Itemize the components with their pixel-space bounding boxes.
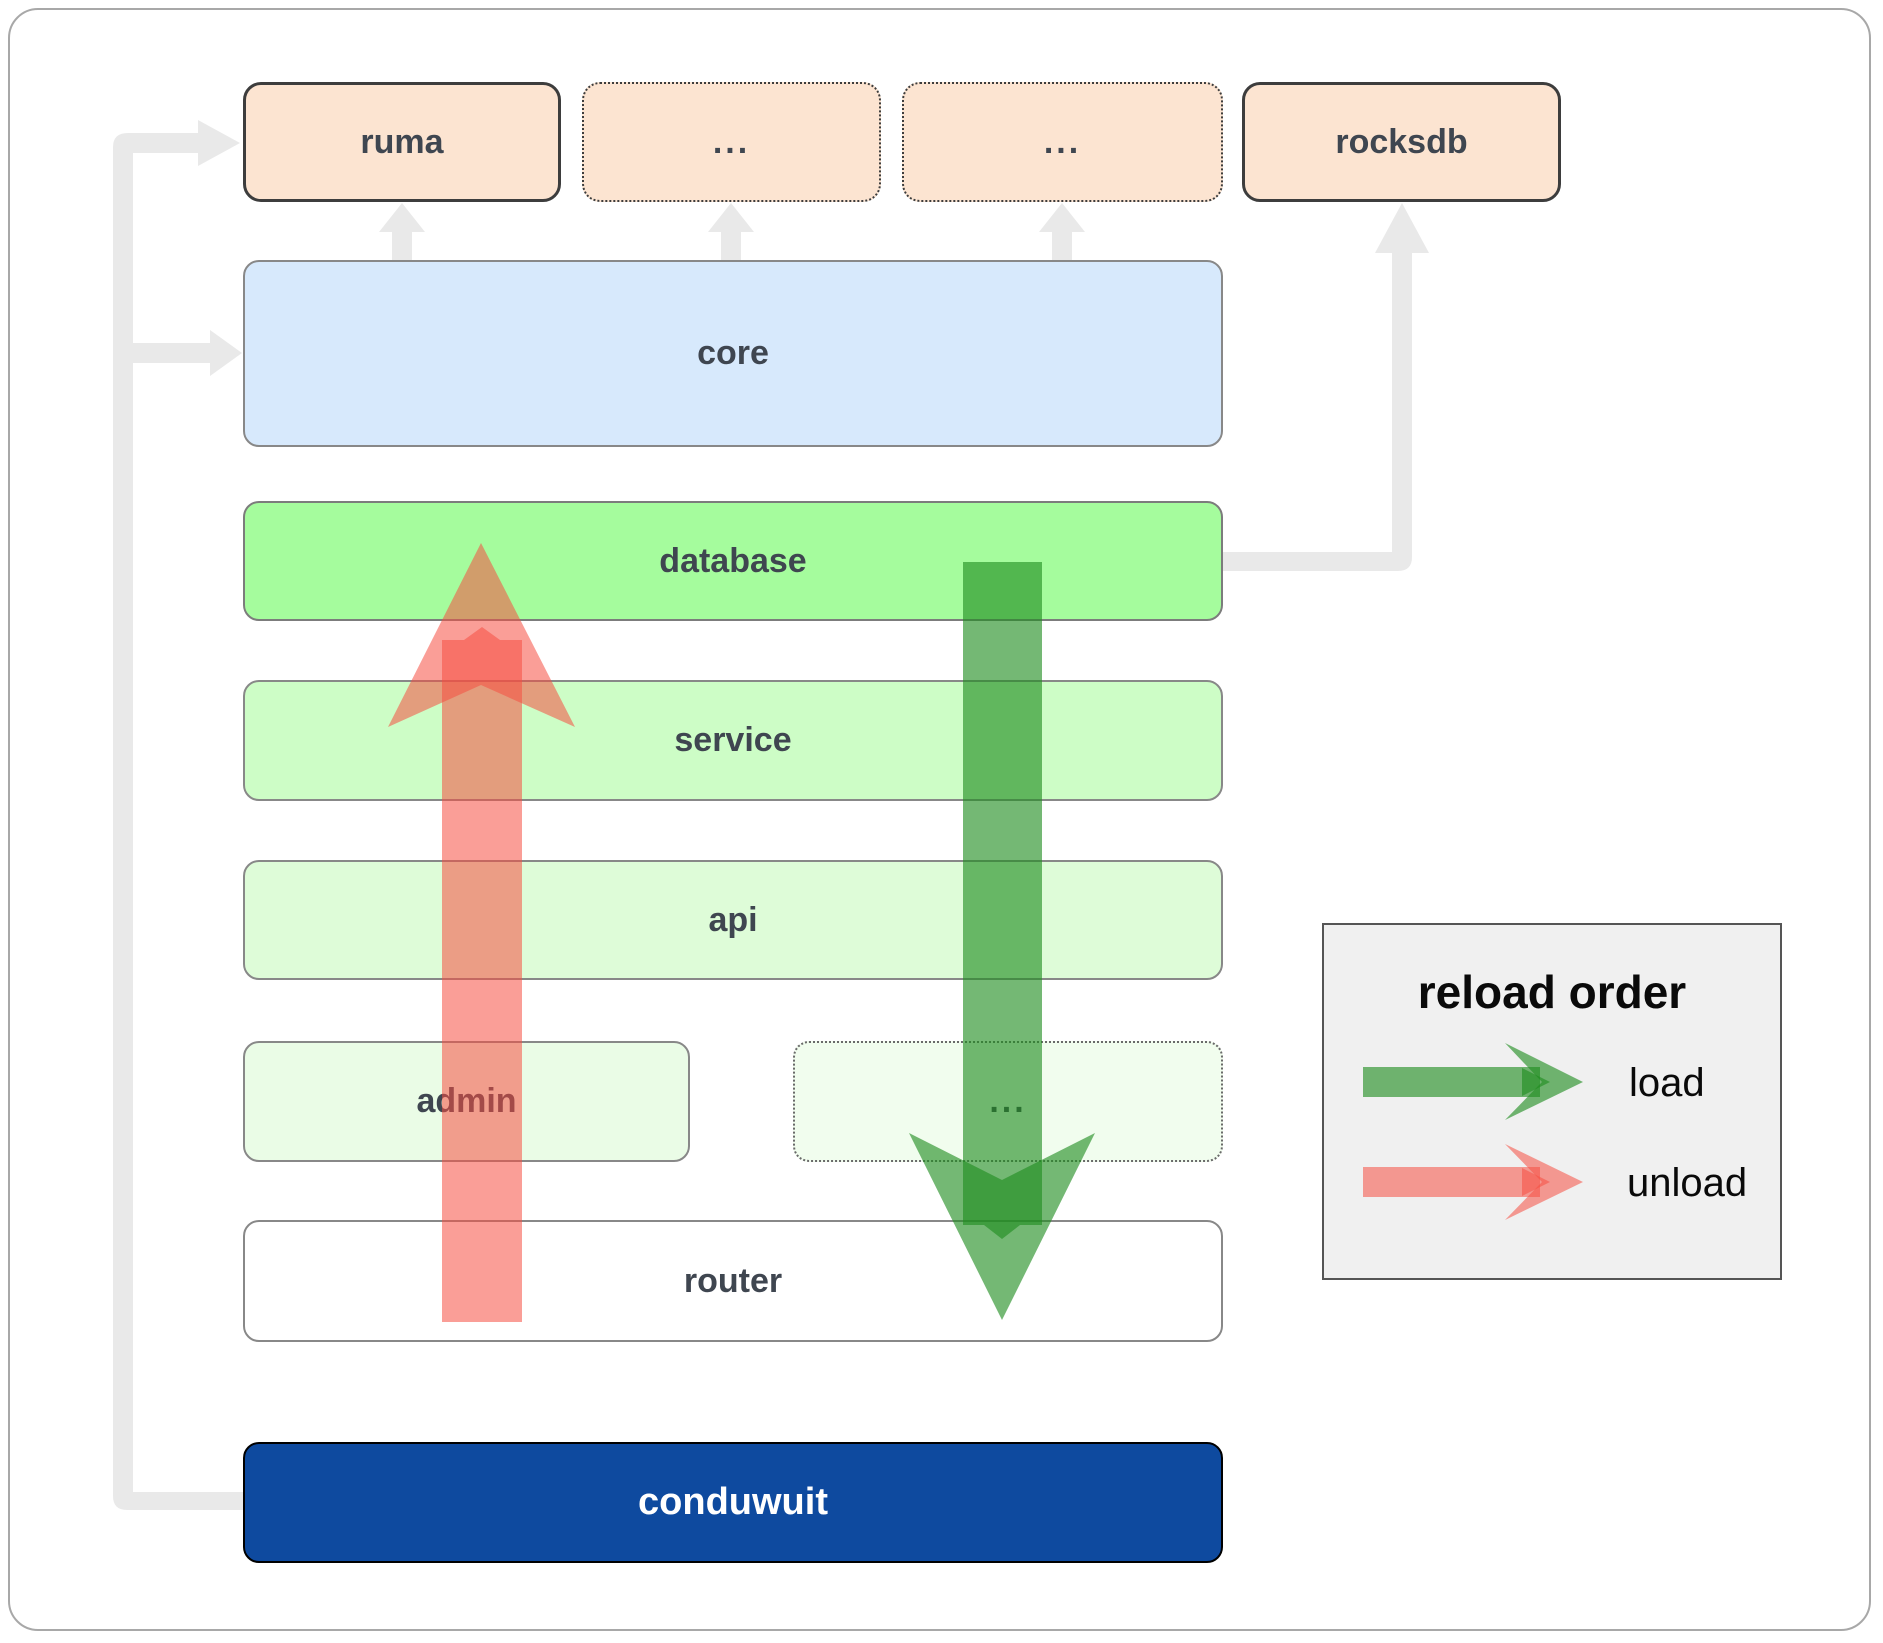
ruma-label: ruma	[360, 122, 444, 161]
admin-ellipsis-label: ...	[989, 1082, 1027, 1120]
legend-title: reload order	[1417, 966, 1687, 1018]
legend-load-label: load	[1629, 1061, 1705, 1105]
admin-label: admin	[416, 1082, 517, 1120]
rocksdb-box: rocksdb	[1242, 82, 1561, 202]
api-box: api	[243, 860, 1223, 980]
legend-unload-label: unload	[1627, 1161, 1748, 1205]
admin-box: admin	[243, 1041, 690, 1162]
api-label: api	[708, 900, 758, 939]
ellipsis2-label: ...	[1043, 122, 1082, 161]
conduwuit-label: conduwuit	[638, 1481, 828, 1523]
database-label: database	[659, 541, 807, 580]
ellipsis1-label: ...	[712, 122, 751, 161]
outer-frame	[8, 8, 1871, 1631]
legend-box: reload order load unload	[1322, 923, 1782, 1280]
ellipsis1-box: ...	[582, 82, 881, 202]
ellipsis2-box: ...	[902, 82, 1223, 202]
core-label: core	[697, 334, 769, 372]
router-box: router	[243, 1220, 1223, 1342]
database-box: database	[243, 501, 1223, 621]
ruma-box: ruma	[243, 82, 561, 202]
core-box: core	[243, 260, 1223, 447]
admin-ellipsis-box: ...	[793, 1041, 1223, 1162]
service-label: service	[674, 721, 792, 759]
router-label: router	[683, 1261, 783, 1300]
rocksdb-label: rocksdb	[1335, 122, 1468, 161]
service-box: service	[243, 680, 1223, 801]
conduwuit-box: conduwuit	[243, 1442, 1223, 1563]
